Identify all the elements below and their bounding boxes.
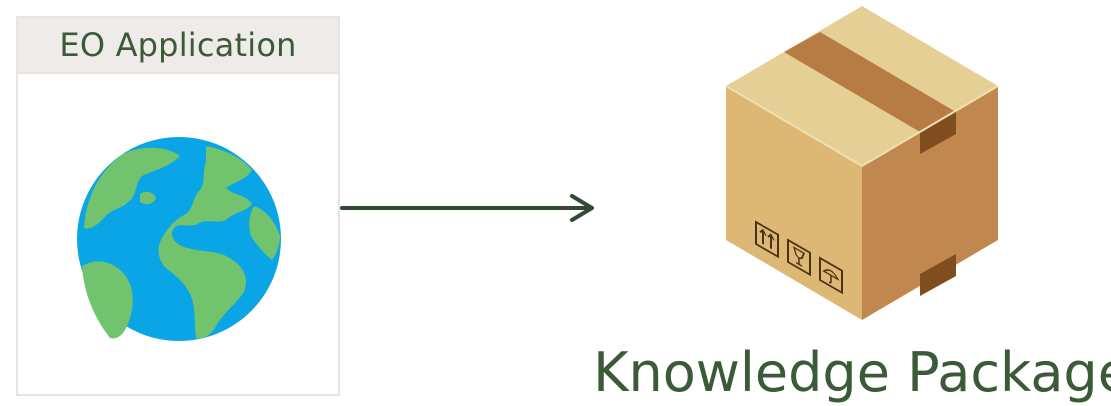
eo-application-title: EO Application xyxy=(18,18,338,74)
globe-land-island xyxy=(140,191,156,205)
arrow-right-icon xyxy=(340,194,594,222)
keep-dry-icon xyxy=(819,256,843,295)
globe-land-europe-africa xyxy=(158,146,252,339)
box-left-face xyxy=(726,86,862,320)
box-right-face xyxy=(862,86,998,320)
globe-land-east xyxy=(249,206,280,260)
box-tape-side-upper xyxy=(920,112,956,154)
globe-land-americas xyxy=(84,147,180,229)
cardboard-box-icon xyxy=(725,6,999,320)
globe-land-south-america xyxy=(82,261,133,339)
knowledge-package-label: Knowledge Package xyxy=(593,340,1111,404)
globe-icon xyxy=(77,137,281,341)
box-edge-highlight xyxy=(725,85,999,168)
box-tape-side-lower xyxy=(920,254,956,296)
arrow-head xyxy=(570,194,594,222)
eo-application-card: EO Application xyxy=(16,16,340,396)
this-way-up-icon xyxy=(755,220,779,259)
box-tape-top xyxy=(784,32,956,132)
fragile-icon xyxy=(787,238,811,277)
